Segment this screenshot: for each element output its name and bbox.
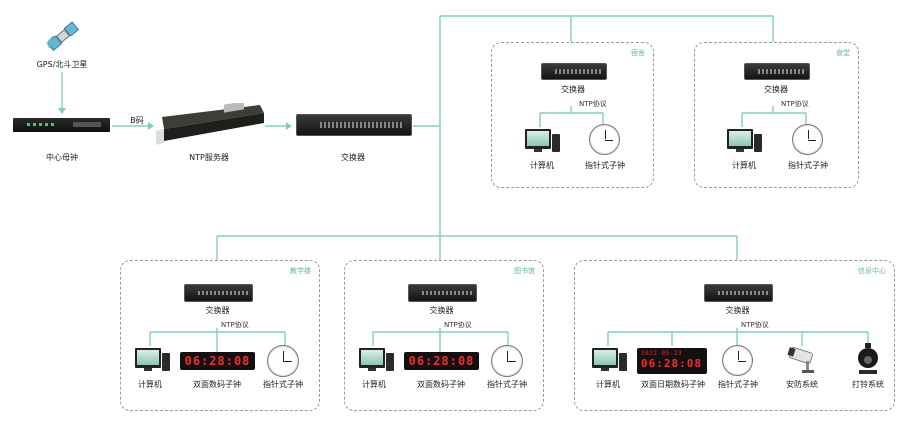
canteen-protocol-label: NTP协议 (781, 100, 809, 108)
canteen-analog-clock-icon (792, 124, 823, 155)
dorm-analog-clock-icon (589, 124, 620, 155)
info-clock-label: 指针式子钟 (718, 380, 758, 389)
dorm-computer-label: 计算机 (530, 161, 554, 170)
library-digital-clock-display: 06:28:08 (404, 352, 479, 370)
dorm-switch-label: 交换器 (561, 85, 585, 94)
security-label: 安防系统 (786, 380, 818, 389)
satellite-icon (46, 21, 80, 52)
dorm-clock-label: 指针式子钟 (585, 161, 625, 170)
canteen-switch-label: 交换器 (764, 85, 788, 94)
group-info-center: 信息中心 (574, 260, 895, 411)
group-library: 图书馆 (344, 260, 544, 411)
info-date-time-text: 06:28:08 (641, 357, 702, 370)
library-switch-device (408, 284, 477, 302)
signal-label: B码 (130, 116, 144, 125)
info-computer-icon (592, 348, 618, 368)
teaching-digital-clock-display: 06:28:08 (180, 352, 255, 370)
dorm-computer-icon (525, 129, 551, 149)
library-protocol-label: NTP协议 (444, 321, 472, 329)
library-switch-label: 交换器 (429, 306, 454, 315)
teaching-computer-label: 计算机 (138, 380, 162, 389)
bell-system-icon (858, 343, 878, 374)
group-title: 宿舍 (631, 49, 645, 57)
library-computer-icon (359, 348, 385, 368)
core-switch-label: 交换器 (341, 153, 365, 162)
ntp-server-label: NTP服务器 (189, 153, 229, 162)
library-analog-clock-icon (491, 345, 523, 377)
group-dorm: 宿舍 (491, 42, 654, 188)
canteen-computer-icon (727, 129, 753, 149)
info-date-text: 2022-05-23 (641, 350, 683, 357)
bell-label: 打铃系统 (852, 380, 884, 389)
dorm-protocol-label: NTP协议 (579, 100, 607, 108)
info-switch-device (704, 284, 773, 302)
master-clock-label: 中心母钟 (46, 153, 78, 162)
satellite-label: GPS/北斗卫星 (36, 60, 88, 69)
teaching-digital-label: 双面数码子钟 (193, 380, 241, 389)
ntp-server-device (156, 103, 264, 145)
canteen-switch-device (744, 63, 810, 80)
info-protocol-label: NTP协议 (741, 321, 769, 329)
teaching-analog-clock-icon (267, 345, 299, 377)
teaching-switch-device (184, 284, 253, 302)
security-camera-icon (787, 346, 814, 373)
info-date-digital-clock-display: 2022-05-23 06:28:08 (637, 348, 707, 374)
group-teaching: 教学楼 (120, 260, 320, 411)
library-digital-label: 双面数码子钟 (417, 380, 465, 389)
library-clock-label: 指针式子钟 (487, 380, 527, 389)
teaching-switch-label: 交换器 (205, 306, 230, 315)
teaching-computer-icon (135, 348, 161, 368)
info-analog-clock-icon (722, 345, 753, 376)
canteen-clock-label: 指针式子钟 (788, 161, 828, 170)
group-title: 信息中心 (858, 267, 886, 275)
group-canteen: 食堂 (694, 42, 859, 188)
group-title: 教学楼 (290, 267, 311, 275)
info-computer-label: 计算机 (596, 380, 620, 389)
group-title: 图书馆 (514, 267, 535, 275)
dorm-switch-device (541, 63, 607, 80)
group-title: 食堂 (836, 49, 850, 57)
canteen-computer-label: 计算机 (732, 161, 756, 170)
info-date-digital-label: 双面日期数码子钟 (641, 380, 705, 389)
teaching-protocol-label: NTP协议 (221, 321, 249, 329)
core-switch-device (296, 114, 412, 136)
library-computer-label: 计算机 (362, 380, 386, 389)
teaching-clock-label: 指针式子钟 (263, 380, 303, 389)
info-switch-label: 交换器 (725, 306, 750, 315)
master-clock-device (13, 118, 110, 132)
